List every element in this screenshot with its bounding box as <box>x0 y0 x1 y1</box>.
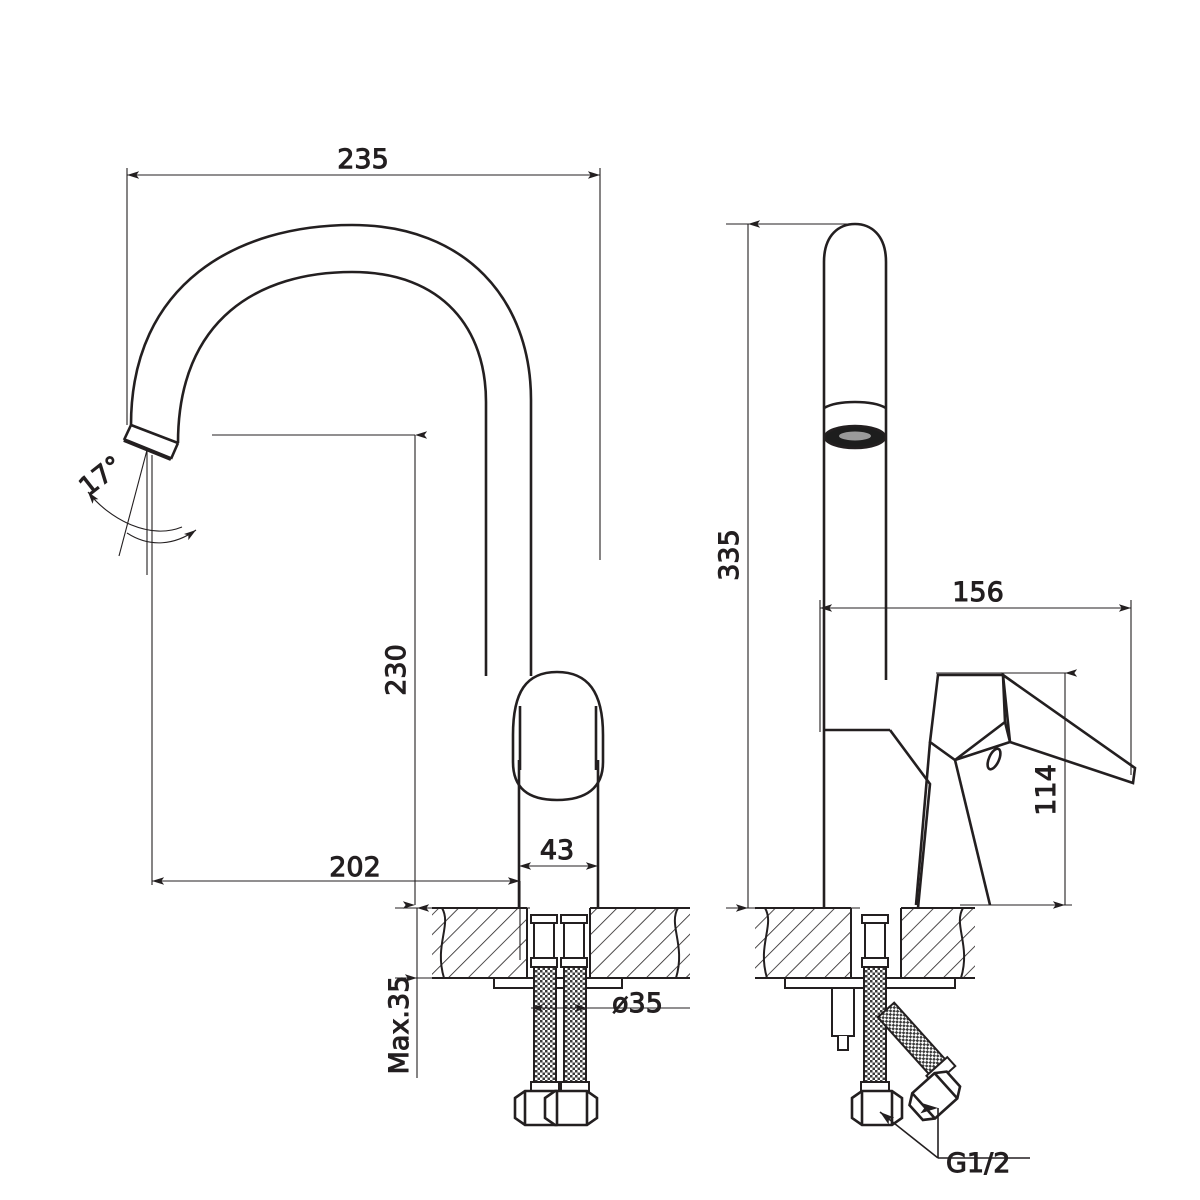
lever-handle-side <box>914 672 1137 906</box>
dim-235 <box>126 168 601 560</box>
dim-d35-label: ø35 <box>612 988 663 1019</box>
side-view: 335 156 114 G1/2 <box>714 220 1137 1180</box>
dim-43 <box>518 843 599 905</box>
front-view: 235 230 202 43 Max.35 ø35 <box>73 144 690 1127</box>
dim-17deg <box>87 449 197 575</box>
dim-230-label: 230 <box>381 644 412 696</box>
dim-202-label: 202 <box>329 852 381 883</box>
dim-230 <box>212 431 428 909</box>
flex-hoses-front <box>530 966 590 1095</box>
dim-g12-label: G1/2 <box>946 1148 1010 1179</box>
handle-front <box>511 670 605 802</box>
body-column-front <box>517 760 600 908</box>
supply-shanks-front <box>530 914 588 968</box>
hose-nuts-front <box>513 1089 599 1127</box>
dim-235-label: 235 <box>337 144 389 175</box>
dim-max35-label: Max.35 <box>384 976 415 1075</box>
body-side <box>822 728 932 909</box>
dim-202 <box>151 455 521 960</box>
flex-hoses-side <box>850 966 962 1127</box>
spout-outline <box>122 223 533 676</box>
leader-g12 <box>879 1102 1030 1159</box>
dim-335-label: 335 <box>714 529 745 581</box>
dim-156-label: 156 <box>952 577 1004 608</box>
dim-335 <box>726 220 860 912</box>
dim-114 <box>936 669 1078 909</box>
dim-17deg-label: 17° <box>74 450 129 502</box>
spout-side <box>822 222 888 730</box>
dim-max35 <box>395 904 530 1078</box>
dim-156 <box>819 600 1132 775</box>
dim-43-label: 43 <box>540 835 574 866</box>
dim-114-label: 114 <box>1031 764 1062 816</box>
